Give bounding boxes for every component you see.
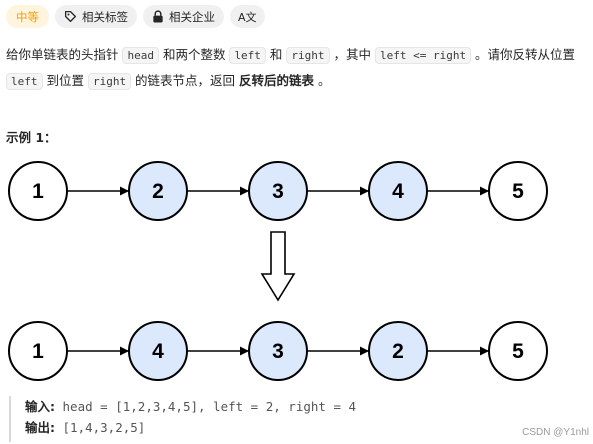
list-node: [248, 161, 308, 221]
output-value: [1,4,3,2,5]: [62, 420, 146, 435]
input-label: 输入:: [25, 399, 55, 414]
list-node: [488, 161, 548, 221]
code-head: head: [122, 47, 159, 64]
desc-bold: 反转后的链表: [239, 73, 315, 88]
list-after: 1 4 3 2 5: [8, 321, 548, 381]
desc-text: 和: [265, 47, 287, 62]
output-row: 输出: [1,4,3,2,5]: [25, 417, 509, 438]
related-tags-label: 相关标签: [82, 9, 128, 24]
list-node: [128, 321, 188, 381]
code-left: left: [229, 47, 266, 64]
node-value: 2: [392, 340, 404, 363]
input-row: 输入: head = [1,2,3,4,5], left = 2, right …: [25, 396, 509, 417]
watermark: CSDN @Y1nhl: [522, 427, 589, 438]
related-companies-button[interactable]: 相关企业: [143, 5, 224, 28]
difficulty-badge: 中等: [6, 5, 49, 28]
linked-list-diagram: 1 2 3 4 5 1 4 3 2 5: [8, 161, 548, 381]
node-value: 1: [32, 340, 44, 363]
problem-description: 给你单链表的头指针 head 和两个整数 left 和 right ，其中 le…: [6, 42, 591, 94]
node-value: 5: [512, 340, 524, 363]
list-node: [248, 321, 308, 381]
desc-text: 的链表节点，返回: [131, 73, 240, 88]
related-tags-button[interactable]: 相关标签: [55, 5, 137, 28]
related-companies-label: 相关企业: [169, 9, 215, 24]
code-left: left: [6, 73, 43, 90]
node-value: 4: [152, 340, 164, 363]
tag-icon: [64, 10, 77, 23]
code-condition: left <= right: [374, 47, 472, 64]
node-value: 4: [392, 180, 404, 203]
desc-text: 和两个整数: [158, 47, 230, 62]
tag-bar: 中等 相关标签 相关企业 A文: [6, 5, 265, 28]
lock-icon: [152, 10, 164, 23]
node-value: 5: [512, 180, 524, 203]
list-node: [128, 161, 188, 221]
translate-icon: A文: [238, 10, 257, 24]
input-value: head = [1,2,3,4,5], left = 2, right = 4: [62, 399, 357, 414]
output-label: 输出:: [25, 420, 55, 435]
list-node: [488, 321, 548, 381]
down-arrow-icon: [260, 231, 296, 302]
list-node: [368, 321, 428, 381]
list-before: 1 2 3 4 5: [8, 161, 548, 221]
translate-button[interactable]: A文: [230, 5, 265, 28]
list-node: [8, 161, 68, 221]
desc-text: 给你单链表的头指针: [6, 47, 123, 62]
list-node: [368, 161, 428, 221]
desc-text: 。: [314, 73, 331, 88]
desc-text: 到位置: [42, 73, 88, 88]
code-right: right: [87, 73, 132, 90]
example-title: 示例 1：: [6, 130, 57, 145]
node-value: 1: [32, 180, 44, 203]
node-value: 3: [272, 180, 284, 203]
desc-text: ，其中: [329, 47, 375, 62]
node-value: 2: [152, 180, 164, 203]
desc-text: 。请你反转从位置: [471, 47, 576, 62]
list-node: [8, 321, 68, 381]
node-value: 3: [272, 340, 284, 363]
example-io: 输入: head = [1,2,3,4,5], left = 2, right …: [9, 396, 509, 442]
code-right: right: [286, 47, 330, 64]
